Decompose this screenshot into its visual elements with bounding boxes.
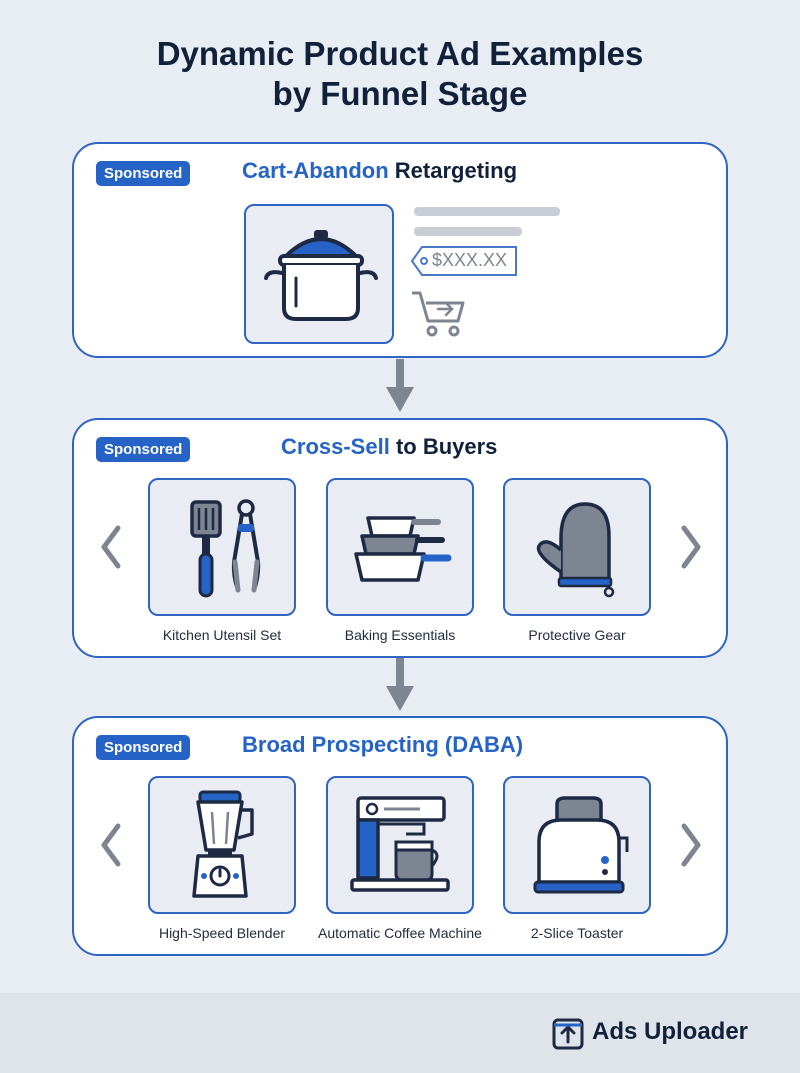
card-title-accent: Cross-Sell [281,434,390,459]
funnel-arrow-down-icon [386,359,414,412]
product-caption: Protective Gear [528,627,626,643]
carousel-prev-chevron-icon[interactable] [96,522,126,572]
product-tile[interactable] [503,478,651,616]
card-title-accent: Broad Prospecting (DABA) [242,732,524,757]
price-tag-icon [410,246,517,276]
card-title: Cart-Abandon Retargeting [242,158,517,184]
product-caption: Kitchen Utensil Set [162,627,282,643]
cooking-pot-icon [264,230,378,321]
product-tile[interactable] [326,776,474,914]
product-caption: Baking Essentials [344,627,456,643]
product-caption: Automatic Coffee Machine [318,925,482,941]
shopping-cart-icon[interactable] [408,287,468,341]
sponsored-badge: Sponsored [96,161,191,186]
product-tile[interactable] [148,776,296,914]
card-title-rest: to Buyers [389,434,498,459]
product-tile[interactable] [244,204,394,344]
product-title-placeholder-line-2 [414,227,522,236]
carousel-next-chevron-icon[interactable] [676,522,706,572]
footer-bar [0,993,800,1073]
brand-name: Ads Uploader [592,1018,749,1045]
card-title-accent: Cart-Abandon [242,158,389,183]
product-tile[interactable] [148,478,296,616]
coffee-machine-icon [350,796,450,892]
blender-icon [192,790,254,898]
cart-abandon-card: Sponsored Cart-Abandon Retargeting $XXX.… [72,142,728,358]
carousel-next-chevron-icon[interactable] [676,820,706,870]
measuring-cups-icon [354,516,452,582]
sponsored-badge: Sponsored [96,437,191,462]
page-title: Dynamic Product Ad Examples by Funnel St… [0,34,800,113]
utensils-icon [190,499,261,598]
broad-prospecting-card: Sponsored Broad Prospecting (DABA) High-… [72,716,728,956]
card-title: Broad Prospecting (DABA) [242,732,523,758]
card-title-rest: Retargeting [388,158,518,183]
carousel-prev-chevron-icon[interactable] [96,820,126,870]
product-title-placeholder-line-1 [414,207,560,216]
card-title: Cross-Sell to Buyers [281,434,497,460]
title-line-2: by Funnel Stage [272,74,528,112]
upload-icon [552,1018,584,1050]
product-caption: 2-Slice Toaster [530,925,624,941]
cross-sell-card: Sponsored Cross-Sell to Buyers Kitchen U… [72,418,728,658]
funnel-arrow-down-icon [386,658,414,711]
product-tile[interactable] [326,478,474,616]
product-caption: High-Speed Blender [158,925,286,941]
sponsored-badge: Sponsored [96,735,191,760]
oven-mitt-icon [536,502,615,598]
title-line-1: Dynamic Product Ad Examples [156,35,644,72]
product-price: $XXX.XX [432,250,508,270]
toaster-icon [533,796,629,894]
product-tile[interactable] [503,776,651,914]
